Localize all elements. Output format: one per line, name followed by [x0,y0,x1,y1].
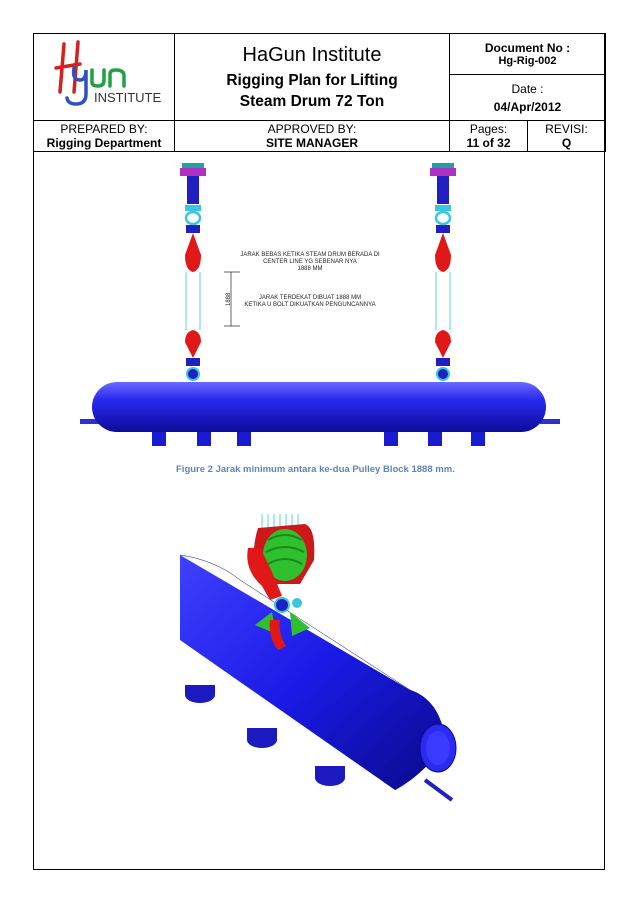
note-line3: 1888 MM [297,266,322,272]
approved-by-label: APPROVED BY: [267,122,357,136]
revisi-value: Q [561,136,572,150]
revisi-cell: REVISI: Q [527,120,606,152]
steam-drum-elevation [80,382,560,446]
document-no-label: Document No : [484,41,571,56]
pulley-block-3d [247,524,315,650]
logo-institute-text: INSTITUTE [94,90,161,105]
logo-cell: INSTITUTE [33,33,175,121]
left-pulley-assembly [180,163,206,381]
right-pulley-assembly [430,163,456,381]
revisi-label: REVISI: [545,122,588,136]
institute-name: HaGun Institute [242,44,382,67]
document-no-value: Hg-Rig-002 [498,55,557,68]
hagun-logo: INSTITUTE [54,40,161,106]
pages-cell: Pages: 11 of 32 [449,120,528,152]
approved-by-value: SITE MANAGER [265,136,358,150]
document-no-cell: Document No : Hg-Rig-002 [449,32,606,76]
figure-caption: Figure 2 Jarak minimum antara ke-dua Pul… [176,464,455,475]
dimension-1888: 1888 [224,271,240,327]
approved-by-cell: APPROVED BY: SITE MANAGER [174,120,450,152]
plan-title-line2: Steam Drum 72 Ton [239,92,385,110]
pages-value: 11 of 32 [466,136,511,150]
note-line1: JARAK BEBAS KETIKA STEAM DRUM BERADA DI [240,252,380,258]
prepared-by-cell: PREPARED BY: Rigging Department [33,120,175,152]
date-value: 04/Apr/2012 [493,99,562,114]
note-line5: KETIKA U BOLT DIKUATKAN PENGUNCANNYA [244,302,375,308]
prepared-by-label: PREPARED BY: [60,122,148,136]
date-cell: Date : 04/Apr/2012 [449,74,606,121]
date-label: Date : [511,81,544,96]
document-header: INSTITUTE HaGun Institute Rigging Plan f… [33,32,606,152]
prepared-by-value: Rigging Department [46,136,162,150]
dimension-value: 1888 [226,292,232,306]
plan-title-line1: Rigging Plan for Lifting [226,72,398,90]
figure2-perspective-drawing [179,514,457,802]
note-line2: CENTER LINE YG SEBENAR NYA [263,259,357,265]
pages-label: Pages: [469,122,508,136]
note-line4: JARAK TERDEKAT DIBUAT 1888 MM [259,295,361,301]
